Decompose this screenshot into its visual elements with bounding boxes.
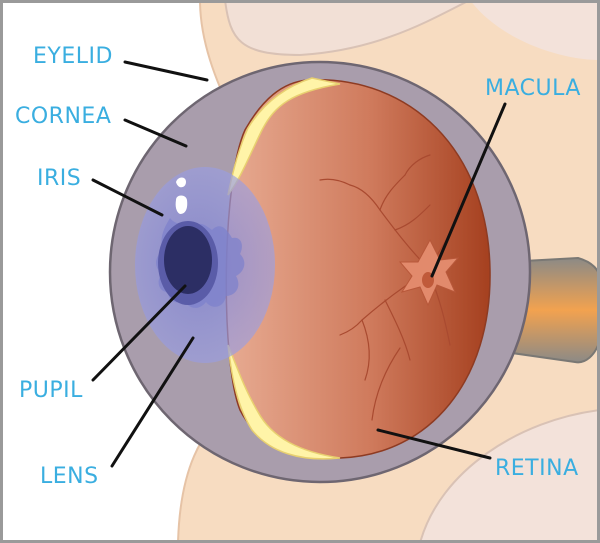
eyelid-leader <box>123 60 209 82</box>
pupil <box>164 226 212 294</box>
label-cornea: CORNEA <box>15 104 111 129</box>
lower-lid-shade <box>419 409 597 540</box>
retina-leader <box>376 428 492 460</box>
cornea-reflection-bottom <box>175 195 188 214</box>
label-retina: RETINA <box>495 456 579 481</box>
lens-crescent-lower <box>227 344 341 460</box>
label-iris: IRIS <box>37 166 81 191</box>
upper-eyelid-fold <box>224 3 467 57</box>
label-macula: MACULA <box>485 76 581 101</box>
cornea-reflection-top <box>176 177 186 188</box>
label-pupil: PUPIL <box>19 378 83 403</box>
macula-leader <box>430 102 507 278</box>
label-eyelid: EYELID <box>33 44 113 69</box>
right-brow-shade <box>472 3 597 60</box>
label-lens: LENS <box>40 464 99 489</box>
pupil-leader <box>91 284 187 382</box>
iris-leader <box>91 178 164 217</box>
cornea-leader <box>123 118 188 148</box>
lens-leader <box>110 336 195 468</box>
